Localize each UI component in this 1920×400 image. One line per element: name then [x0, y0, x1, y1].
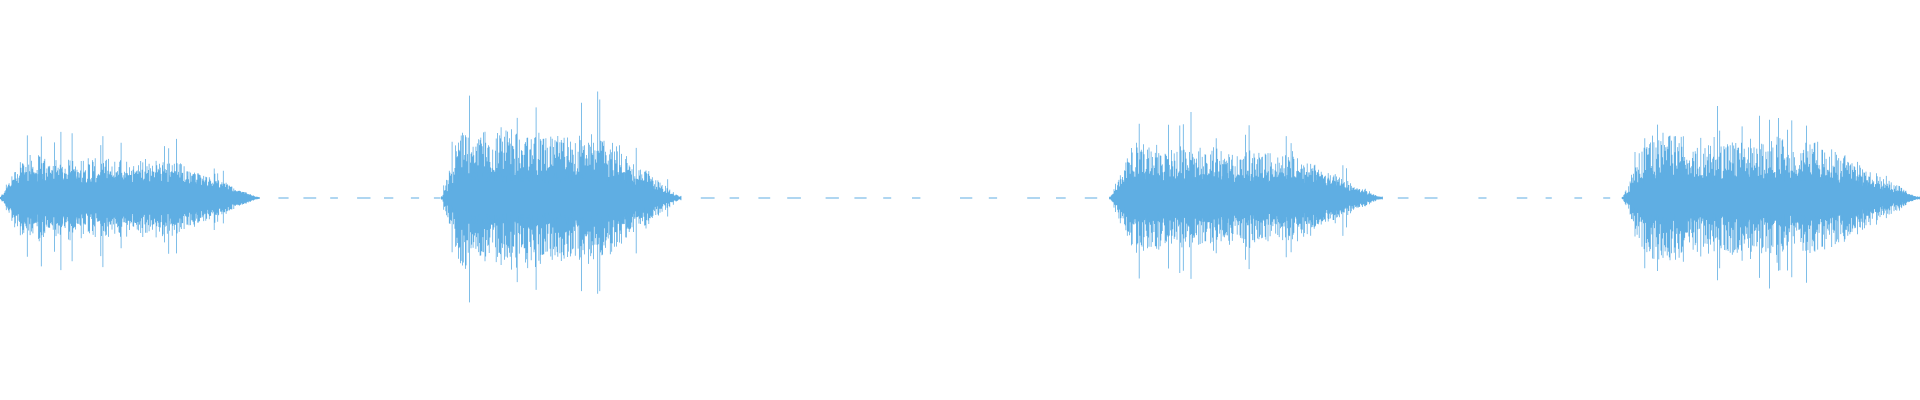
- waveform-segment-core: [0, 170, 260, 226]
- waveform-segment-core: [1621, 170, 1920, 226]
- waveform-segment-core: [440, 171, 682, 225]
- waveform-segment: [440, 91, 682, 303]
- waveform-segment: [1109, 112, 1383, 279]
- waveform-segment: [0, 131, 260, 271]
- waveform-segment-core: [1109, 170, 1383, 226]
- waveform-segment: [1621, 106, 1920, 289]
